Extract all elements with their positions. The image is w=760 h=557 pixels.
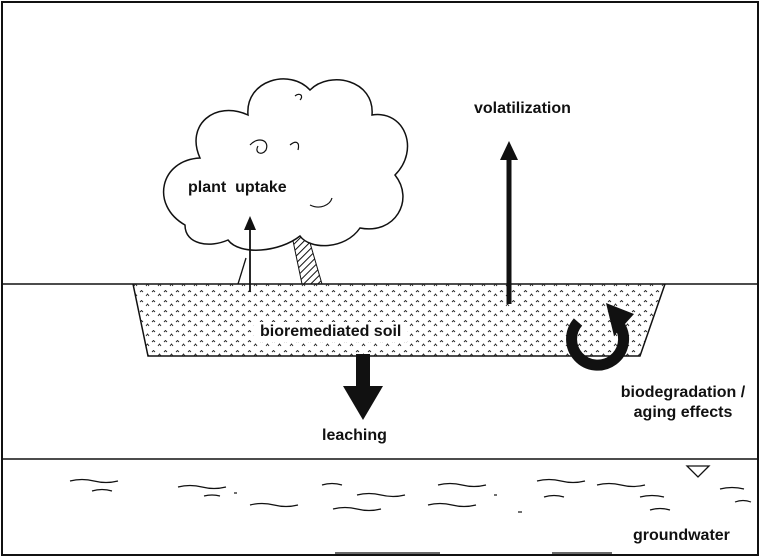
soil-pit — [133, 284, 665, 356]
plant-uptake-arrow — [244, 216, 256, 292]
groundwater-label: groundwater — [633, 526, 730, 546]
leaching-label: leaching — [322, 426, 387, 446]
tree-icon — [164, 79, 408, 250]
volatilization-arrow — [500, 141, 518, 304]
groundwater-ripples — [70, 480, 751, 513]
biodegradation-label-line1: biodegradation / — [603, 383, 760, 403]
tree-root — [238, 258, 246, 284]
bioremediated-soil-label: bioremediated soil — [254, 322, 407, 342]
plant-uptake-label: plant uptake — [188, 178, 287, 198]
leaching-arrow — [343, 354, 383, 420]
volatilization-label: volatilization — [474, 99, 571, 119]
water-table-triangle-icon — [687, 466, 709, 477]
biodegradation-label-line2: aging effects — [603, 403, 760, 423]
biodegradation-label: biodegradation / aging effects — [603, 383, 760, 423]
